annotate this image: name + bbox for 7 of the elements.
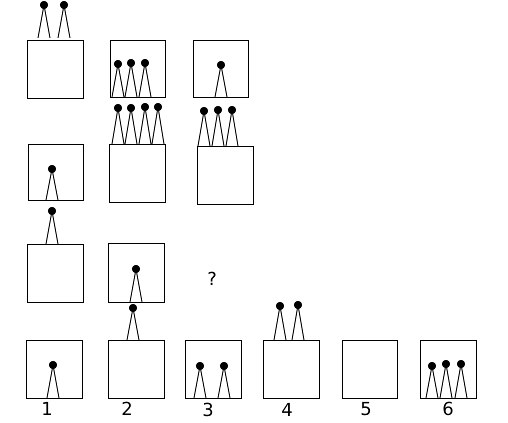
option-number: 1	[41, 400, 53, 420]
option-number: 5	[360, 400, 372, 420]
question-mark: ?	[207, 270, 217, 290]
option-number: 6	[442, 400, 454, 420]
option-number: 2	[121, 400, 133, 420]
option-number: 3	[202, 401, 214, 421]
option-number: 4	[281, 401, 293, 421]
